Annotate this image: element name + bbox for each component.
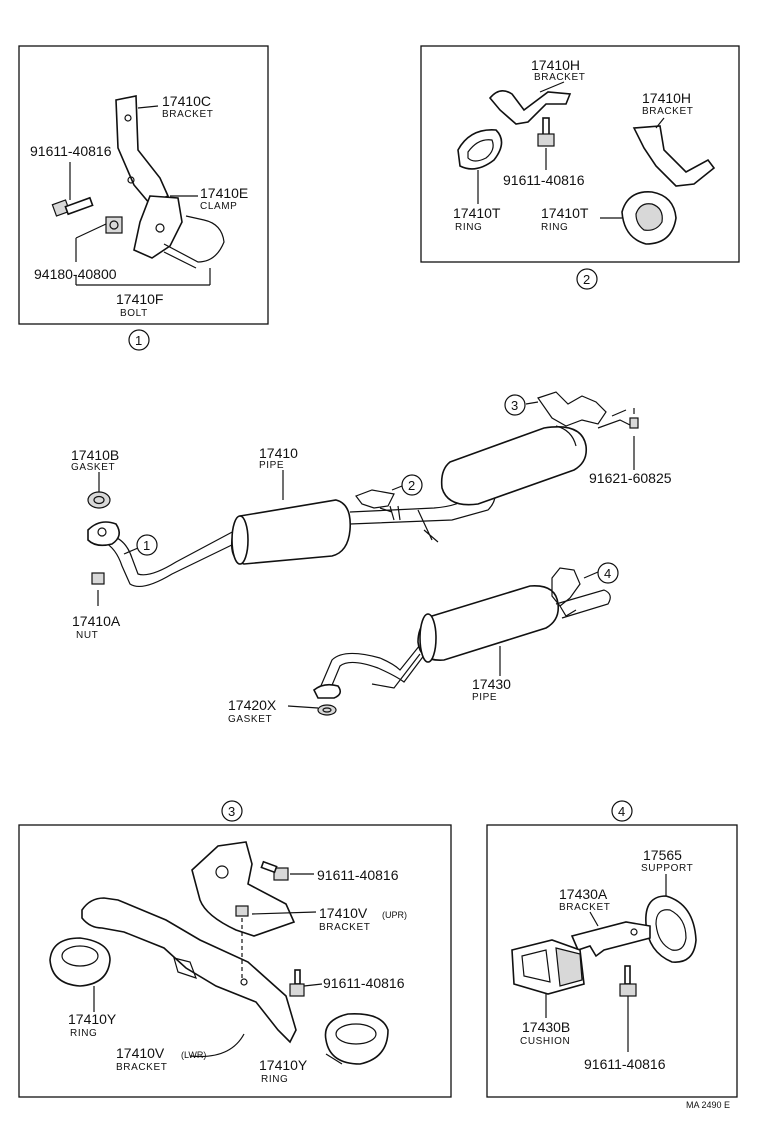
cushion-17430b-part-number: 17430B [522, 1019, 570, 1035]
bracket-17410v-lower-tag: (LWR) [181, 1050, 206, 1060]
detail-box-3: 3 [18, 800, 452, 1098]
bracket-17410v-lower-name: BRACKET [116, 1062, 167, 1073]
front-flange [87, 521, 120, 547]
clamp-17410e-part-number: 17410E [200, 185, 248, 201]
bracket-17410v-lower-part [81, 897, 297, 1044]
main-exhaust-assembly: 17410B GASKET 17410 PIPE 17410A NUT 9162… [71, 391, 672, 725]
gasket-17410b-name: GASKET [71, 462, 115, 473]
bolt-91611-40816-box2-part [537, 117, 555, 147]
bracket-17410h-upper-part [488, 90, 572, 125]
bracket-17410h-upper-part-number: 17410H [531, 57, 580, 73]
bolt-91621-60825-part [629, 417, 639, 429]
bolt-box3-lower-part-number: 91611-40816 [323, 975, 405, 991]
bolt-91611-40816-lower-part [289, 969, 305, 997]
ring-17410y-right-part-number: 17410Y [259, 1057, 308, 1073]
box-3-callout: 3 [228, 804, 235, 819]
gasket-17410b-part [87, 491, 111, 509]
cushion-17430b-name: CUSHION [520, 1036, 570, 1047]
diagram-reference-code: MA 2490 E [686, 1100, 730, 1110]
box-1-callout: 1 [135, 333, 142, 348]
bolt-91611-40816-part [51, 196, 94, 217]
gasket-17420x-part-number: 17420X [228, 697, 277, 713]
ring-17410y-right-part [324, 1013, 389, 1065]
bracket-17430a-name: BRACKET [559, 902, 610, 913]
bracket-17410v-upper-part-number: 17410V [319, 905, 368, 921]
bracket-17410h-right-part-number: 17410H [642, 90, 691, 106]
bolt-91611-40816-box4-part [619, 965, 637, 997]
bracket-17410v-upper-name: BRACKET [319, 922, 370, 933]
ring-17410t-right-name: RING [541, 222, 568, 233]
u-bolt-17410f-part-number: 17410F [116, 291, 163, 307]
bolt-box4-part-number: 91611-40816 [584, 1056, 666, 1072]
main-callout-4: 4 [604, 566, 611, 581]
bolt-box3-upper-part-number: 91611-40816 [317, 867, 399, 883]
bracket-17410c-part [115, 95, 170, 205]
ring-17410y-left-name: RING [70, 1028, 97, 1039]
bolt-91611-40816-upper-part [260, 860, 289, 881]
bolt-part-number: 91611-40816 [30, 143, 112, 159]
bracket-17410h-upper-name: BRACKET [534, 72, 585, 83]
pipe-17410-name: PIPE [259, 460, 284, 471]
ring-17410t-right-part-number: 17410T [541, 205, 589, 221]
detail-box-4: 4 17565 SUPPORT 17430A BRACKET 17430B [486, 800, 738, 1098]
front-muffler [230, 499, 352, 565]
front-pipe-17410 [103, 529, 239, 587]
bracket-17410c-part-number: 17410C [162, 93, 211, 109]
main-callout-2: 2 [408, 478, 415, 493]
bracket-17410h-right-name: BRACKET [642, 106, 693, 117]
support-17565-part [645, 895, 697, 963]
main-muffler [440, 425, 588, 506]
bracket-17410v-upper-part [191, 841, 296, 937]
ring-17410t-left-name: RING [455, 222, 482, 233]
nut-part-number: 94180-40800 [34, 266, 117, 282]
ring-17410y-left-part-number: 17410Y [68, 1011, 117, 1027]
ring-17410t-left-part-number: 17410T [453, 205, 501, 221]
bracket-17410v-lower-part-number: 17410V [116, 1045, 165, 1061]
rear-muffler [417, 585, 560, 663]
pipe-17430-part-number: 17430 [472, 676, 511, 692]
nut-17410a-part [91, 572, 105, 585]
pipe-17410-part-number: 17410 [259, 445, 298, 461]
nut-17410a-part-number: 17410A [72, 613, 121, 629]
support-17565-part-number: 17565 [643, 847, 682, 863]
bracket-17410h-right-part [632, 125, 716, 187]
main-callout-3: 3 [511, 398, 518, 413]
clamp-17410e-part [133, 195, 183, 259]
pipe-17430-name: PIPE [472, 692, 497, 703]
detail-box-2: 17410H BRACKET 17410H BRACKET 91611-4081… [420, 45, 740, 290]
gasket-17420x-name: GASKET [228, 714, 272, 725]
bracket-17410v-upper-tag: (UPR) [382, 910, 407, 920]
nut-94180-40800-part [105, 216, 123, 234]
box-2-callout: 2 [583, 272, 590, 287]
detail-box-1: 17410C BRACKET 91611-40816 17410E CLAMP … [18, 45, 269, 351]
ring-17410t-left-part [457, 129, 503, 170]
gasket-17410b-part-number: 17410B [71, 447, 119, 463]
bracket-17430a-part-number: 17430A [559, 886, 608, 902]
ring-17410y-right-name: RING [261, 1074, 288, 1085]
u-bolt-17410f-name: BOLT [120, 308, 148, 319]
u-bolt-17410f-part [163, 215, 225, 263]
cushion-17430b-part [511, 939, 585, 995]
bracket-17410c-name: BRACKET [162, 109, 213, 120]
ring-17410y-left-part [49, 937, 111, 987]
ring-17410t-right-part [621, 191, 677, 245]
nut-17410a-name: NUT [76, 630, 98, 641]
support-17565-name: SUPPORT [641, 863, 693, 874]
bolt-box2-part-number: 91611-40816 [503, 172, 585, 188]
main-callout-1: 1 [143, 538, 150, 553]
box-4-callout: 4 [618, 804, 625, 819]
bolt-91621-60825-part-number: 91621-60825 [589, 470, 672, 486]
clamp-17410e-name: CLAMP [200, 201, 237, 212]
bracket-17430a-part [570, 921, 651, 958]
gasket-17420x-part [317, 704, 337, 716]
